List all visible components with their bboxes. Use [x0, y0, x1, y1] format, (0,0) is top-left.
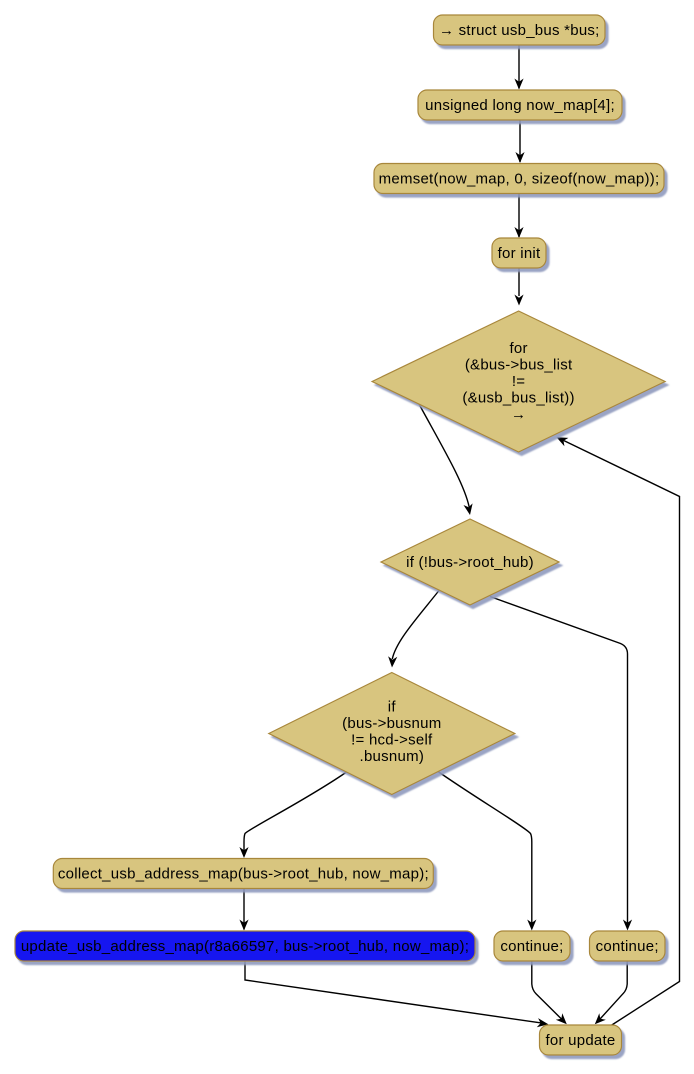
- svg-text:if: if: [388, 698, 397, 715]
- svg-text:continue;: continue;: [596, 938, 659, 955]
- svg-text:unsigned long now_map[4];: unsigned long now_map[4];: [425, 97, 615, 114]
- svg-text:→ struct usb_bus *bus;: → struct usb_bus *bus;: [439, 22, 600, 39]
- svg-text:update_usb_address_map(r8a6659: update_usb_address_map(r8a66597, bus->ro…: [21, 938, 469, 955]
- svg-text:for: for: [509, 340, 527, 357]
- svg-text:!= hcd->self: != hcd->self: [351, 731, 433, 748]
- svg-text:(bus->busnum: (bus->busnum: [342, 715, 441, 732]
- svg-text:collect_usb_address_map(bus->r: collect_usb_address_map(bus->root_hub, n…: [58, 865, 429, 882]
- svg-text:for init: for init: [498, 245, 541, 262]
- svg-text:(&bus->bus_list: (&bus->bus_list: [465, 357, 573, 374]
- svg-text:→: →: [511, 406, 526, 423]
- svg-text:.busnum): .busnum): [360, 748, 425, 765]
- svg-text:(&usb_bus_list)): (&usb_bus_list)): [462, 390, 574, 407]
- svg-text:if (!bus->root_hub): if (!bus->root_hub): [406, 554, 534, 571]
- svg-text:!=: !=: [512, 373, 525, 390]
- svg-text:continue;: continue;: [500, 938, 563, 955]
- svg-text:memset(now_map, 0, sizeof(now_: memset(now_map, 0, sizeof(now_map));: [379, 170, 660, 187]
- svg-text:for update: for update: [545, 1032, 615, 1049]
